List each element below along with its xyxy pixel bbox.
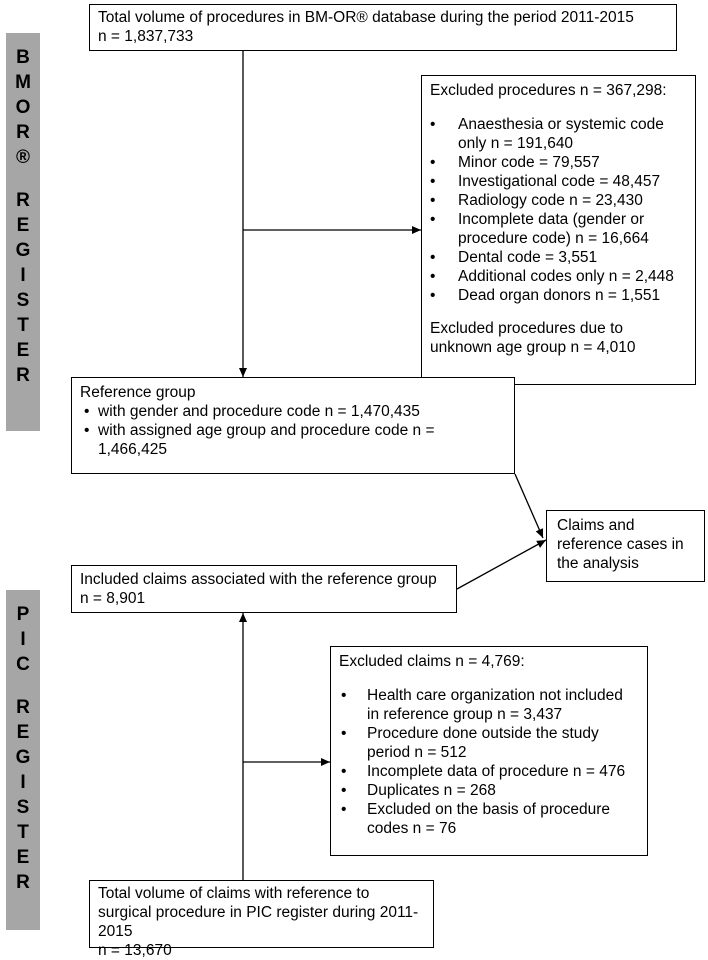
claims-reference-box: Claims and reference cases in the analys… [546,510,705,582]
pic-register-letter: R [16,872,30,893]
pic-register-letter: E [16,847,30,868]
excluded-claims-title: Excluded claims n = 4,769: [339,653,525,670]
pic-register-letter: R [16,697,30,718]
total-procedures-text: Total volume of procedures in BM-OR® dat… [98,9,634,26]
total-claims-box: Total volume of claims with reference to… [89,880,434,959]
excluded-claims-box: Excluded claims n = 4,769: Health care o… [330,646,648,856]
included-claims-count: n = 8,901 [80,590,146,607]
excluded-procedures-box: Excluded procedures n = 367,298: Anaesth… [421,75,696,385]
pic-register-letter: P [16,604,30,625]
total-claims-count: n = 13,670 [98,942,172,959]
included-claims-text: Included claims associated with the refe… [80,571,437,588]
claims-reference-text: Claims and reference cases in the analys… [557,517,684,572]
pic-register-letter: I [20,772,26,793]
excluded-procedure-item: Minor code = 79,557 [430,153,687,172]
bmor-register-letter: O [15,97,31,118]
pic-register-letter: I [20,629,26,650]
bmor-register-letter: ® [16,147,30,168]
excluded-procedures-footer: Excluded procedures due to unknown age g… [430,320,636,356]
included-claims-box: Included claims associated with the refe… [71,565,457,613]
pic-register-letter: C [16,654,30,675]
total-procedures-count: n = 1,837,733 [98,28,194,45]
excluded-claim-item: Incomplete data of procedure n = 476 [339,762,639,781]
reference-group-list: with gender and procedure code n = 1,470… [80,402,506,459]
pic-register-letter: G [15,747,31,768]
excluded-procedure-item: Radiology code n = 23,430 [430,191,687,210]
bmor-register-letter: S [16,290,30,311]
pic-register-letter: S [16,797,30,818]
bmor-register-letter: R [16,190,30,211]
excluded-procedure-item: Dead organ donors n = 1,551 [430,286,687,305]
bmor-register-letter: T [17,315,29,336]
excluded-claim-item: Health care organization not included in… [339,686,639,724]
reference-group-title: Reference group [80,384,196,401]
excluded-claim-item: Duplicates n = 268 [339,781,639,800]
excluded-procedure-item: Investigational code = 48,457 [430,172,687,191]
excluded-procedure-item: Additional codes only n = 2,448 [430,267,687,286]
excluded-procedure-item: Incomplete data (gender or procedure cod… [430,210,687,248]
reference-group-item: with assigned age group and procedure co… [80,421,506,459]
bmor-register-letter: M [15,72,31,93]
reference-group-box: Reference group with gender and procedur… [71,377,515,474]
excluded-procedure-item: Dental code = 3,551 [430,248,687,267]
arrow-included-to-claims [456,539,547,590]
excluded-procedure-item: Anaesthesia or systemic code only n = 19… [430,115,687,153]
bmor-register-letter: R [16,122,30,143]
total-claims-text: Total volume of claims with reference to… [98,885,419,940]
reference-group-item: with gender and procedure code n = 1,470… [80,402,506,421]
bmor-register-letter: E [16,215,30,236]
bmor-register-letter: I [20,265,26,286]
excluded-claim-item: Procedure done outside the study period … [339,724,639,762]
bmor-register-letter: G [15,240,31,261]
excluded-procedures-list: Anaesthesia or systemic code only n = 19… [430,115,687,305]
bmor-register-letter: B [16,47,30,68]
arrow-reference-to-claims [514,473,544,539]
pic-register-letter: E [16,722,30,743]
excluded-claim-item: Excluded on the basis of procedure codes… [339,800,639,838]
excluded-claims-list: Health care organization not included in… [339,686,639,838]
pic-register-letter: T [17,822,29,843]
bmor-register-letter: E [16,340,30,361]
bmor-register-letter: R [16,365,30,386]
total-procedures-box: Total volume of procedures in BM-OR® dat… [89,4,677,51]
excluded-procedures-title: Excluded procedures n = 367,298: [430,82,667,99]
